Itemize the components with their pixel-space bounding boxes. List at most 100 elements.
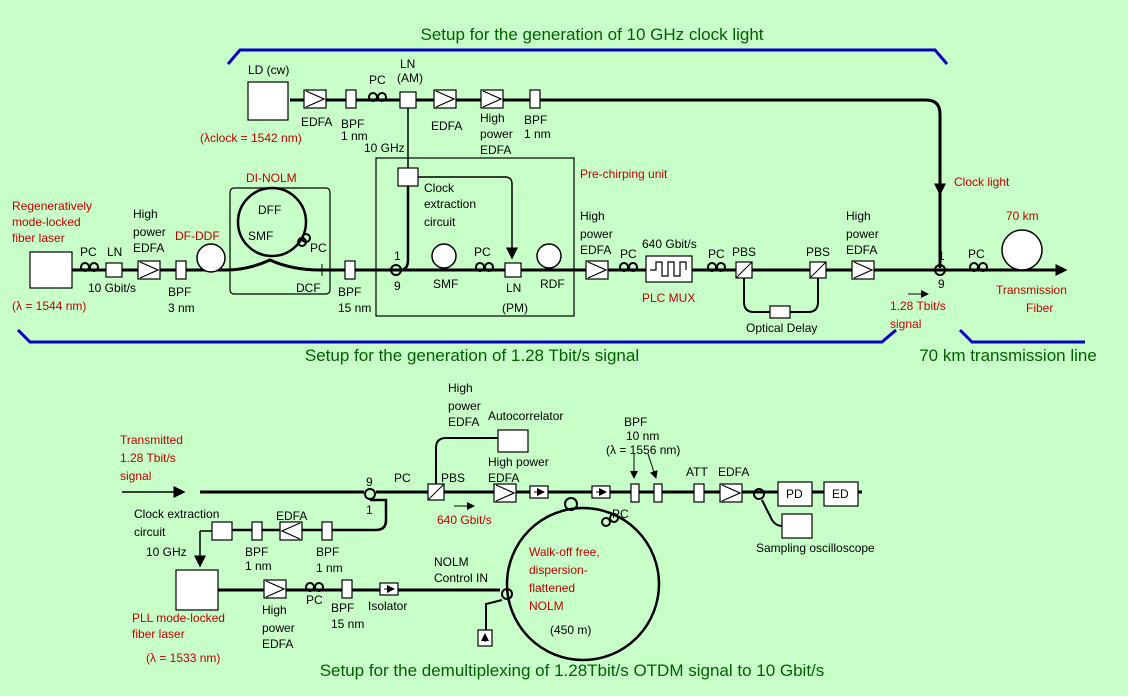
edfa-c-icon [851,260,875,280]
demux-pc3: PC [306,593,323,607]
edfa-f-icon [493,483,517,503]
tx-fiber-coil [1001,229,1043,271]
pbs2-label: PBS [806,245,830,259]
demux-bpf4-b: 15 nm [331,617,364,631]
hp3-label-a: High [846,209,871,223]
bracket-clock [226,48,949,65]
scope-label: Sampling oscilloscope [756,541,875,555]
demux-edfa: EDFA [718,465,749,479]
pbs2-icon [809,261,827,279]
clock-setup [247,81,946,268]
clk-a: Clock extraction [134,507,219,521]
demux-hp3-c: EDFA [262,637,293,651]
bpf-a-label-a: BPF [168,285,191,299]
ln-label-b: (AM) [397,71,423,85]
tf-a: Transmission [996,283,1067,297]
dcf-label: DCF [296,281,321,295]
pll-b: fiber laser [132,627,185,641]
pll-a: PLL mode-locked [132,611,225,625]
dfddf-label: DF-DDF [175,229,220,243]
km-label: 70 km [1006,209,1039,223]
ln-pm-icon [504,262,522,278]
demux-bpf4-a: BPF [331,601,354,615]
dff-label: DFF [258,203,281,217]
ln-icon [105,262,123,278]
plc-mux-icon [645,255,693,283]
rate-label: 10 Gbit/s [88,281,136,295]
delay-box [769,305,791,319]
ld-label: LD (cw) [248,63,289,77]
nolm-b: Control IN [434,571,488,585]
bracket-transmission [958,328,1085,344]
autocorr-box [497,429,529,453]
lnpm-a: LN [506,281,521,295]
bpf2-icon [529,89,541,109]
nolm-a: NOLM [434,555,469,569]
bpf-a-icon [175,260,187,280]
laser-label-c: fiber laser [12,231,65,245]
coupler-b-9: 9 [938,277,945,291]
pc-a-icon [80,262,99,272]
clock-ext-box-2 [211,521,233,541]
bpf1-label-b: 1 nm [341,129,368,143]
tx-b: 1.28 Tbit/s [120,451,176,465]
nolm-len: (450 m) [550,623,591,637]
demux-bpf-a: BPF [624,415,647,429]
demux-c1: 1 [366,503,373,517]
pc-f-icon [305,582,324,592]
bpf-b-label-a: BPF [338,285,361,299]
demux-pc2: PC [612,507,629,521]
plc-label: PLC MUX [642,291,695,305]
pc-e-icon [969,262,988,272]
tx-a: Transmitted [120,433,183,447]
demux-edfa2: EDFA [276,509,307,523]
demux-hp-a: High [448,381,473,395]
coupler-a-9: 9 [394,279,401,293]
clock-ext-c: circuit [424,215,456,229]
iso-label: Isolator [368,599,407,613]
pbs1-label: PBS [732,245,756,259]
hp-a-label-b: power [133,225,166,239]
pbs-d-icon [427,483,445,501]
ld-box [247,81,289,121]
bpf2-label-b: 1 nm [524,127,551,141]
pc1-icon [368,92,387,102]
hp2-label-b: power [580,227,613,241]
signal-fiber [72,258,1062,272]
demux-bpf-b: 10 nm [626,429,659,443]
clock-ext-b: extraction [424,197,476,211]
hp-label-b: power [480,127,513,141]
coupler-b [934,264,946,276]
edfa2-icon [433,89,457,109]
edfa-a-icon [137,260,161,280]
rdf-label: RDF [540,277,565,291]
bpf-d-icon [251,521,263,541]
autocorr-label: Autocorrelator [488,409,563,423]
demux-bpf-c: (λ = 1556 nm) [606,443,680,457]
pc-d-icon [707,262,726,272]
pc2-label: PC [310,241,327,255]
title-transmission: 70 km transmission line [919,346,1097,365]
demux-pc: PC [394,471,411,485]
tx-c: signal [120,469,151,483]
ln-label-a: LN [400,57,415,71]
bpf-a-label-b: 3 nm [168,301,195,315]
pc6-label: PC [968,247,985,261]
bracket-signal [16,328,897,344]
smf-label: SMF [248,229,273,243]
hp-a-label-a: High [133,207,158,221]
bpf2-label-a: BPF [524,113,547,127]
demux-setup [122,429,862,662]
smf2-label: SMF [433,277,458,291]
bpf-b-icon [344,260,356,280]
hp-edfa-icon [480,89,504,109]
edfa-d-icon [279,521,303,541]
bpf-e-icon [321,521,333,541]
demux-pbs: PBS [441,471,465,485]
pll-lambda: (λ = 1533 nm) [146,651,220,665]
rdf-coil [536,243,562,269]
clk-b: circuit [134,525,166,539]
edfa-e-icon [263,579,287,599]
clock-freq: 10 GHz [364,141,405,155]
